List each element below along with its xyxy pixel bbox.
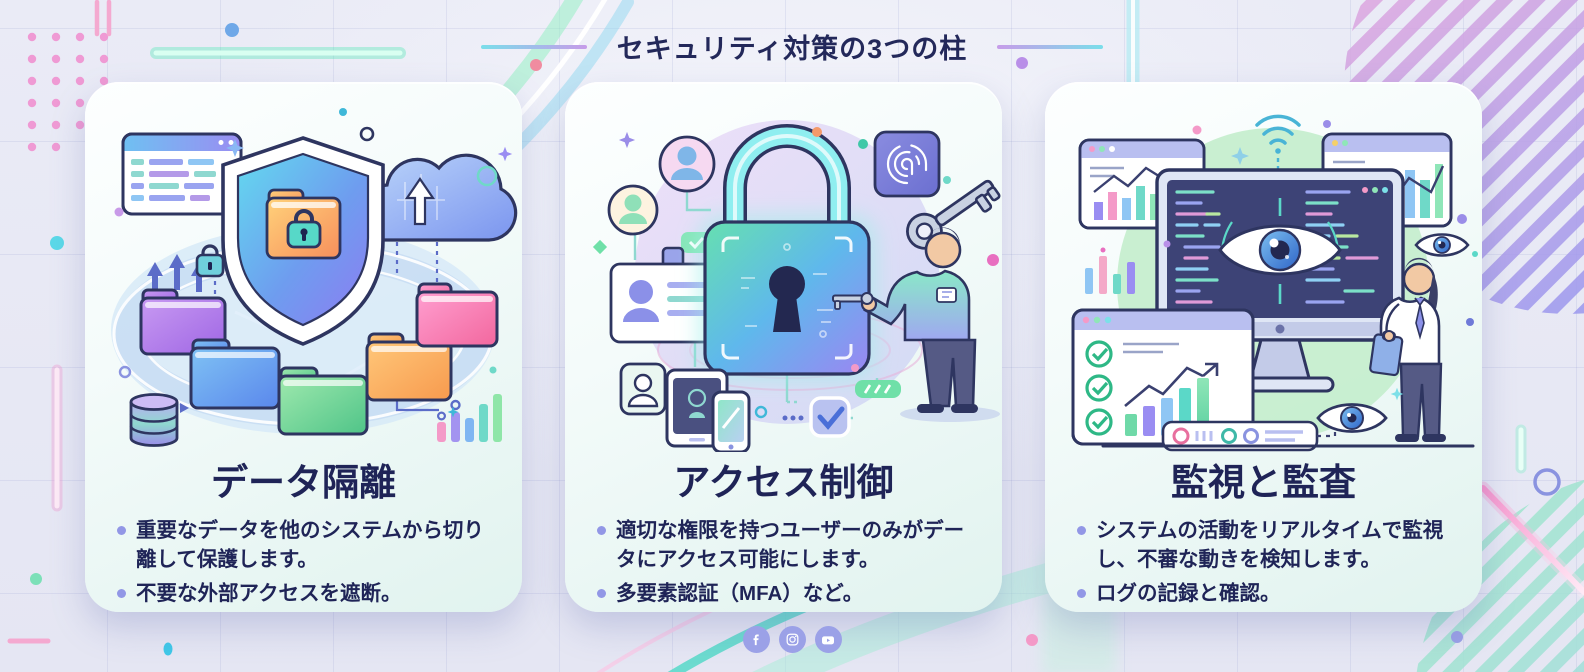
check-items <box>1085 340 1113 436</box>
bullet-text: 不要な外部アクセスを遮断。 <box>136 582 402 606</box>
header: セキュリティ対策の3つの柱 <box>0 27 1584 66</box>
mini-bar-chart-icon <box>1085 247 1135 294</box>
title-divider-left <box>480 44 587 49</box>
facebook-button[interactable] <box>742 626 770 653</box>
padlock-icon <box>697 124 877 382</box>
bullet-item: 重要なデータを他のシステムから切り離して保護します。 <box>117 516 498 574</box>
bullet-text: 重要なデータを他のシステムから切り離して保護します。 <box>136 519 484 572</box>
locked-folder-icon <box>265 188 342 260</box>
data-isolation-illustration <box>111 108 518 447</box>
person-figure <box>832 227 1000 422</box>
bullet-text: 適切な権限を持つユーザーのみがデータにアクセス可能にします。 <box>616 519 965 572</box>
bullet-item: 不要な外部アクセスを遮断。 <box>117 579 498 608</box>
bullet-dot-icon <box>1077 589 1086 599</box>
bullet-dot-icon <box>117 589 126 599</box>
footer-social <box>0 626 1584 653</box>
card-title: データ隔離 <box>211 462 396 503</box>
bullet-text: ログの記録と確認。 <box>1096 582 1281 606</box>
bullet-dot-icon <box>1077 526 1086 535</box>
card-bullets: 重要なデータを他のシステムから切り離して保護します。 不要な外部アクセスを遮断。 <box>85 516 522 608</box>
database-icon <box>129 393 179 447</box>
key-icon <box>906 179 1001 250</box>
eye-icon <box>1414 233 1470 257</box>
chart-window-icon <box>1078 138 1206 230</box>
card-access-control: アクセス制御 適切な権限を持つユーザーのみがデータにアクセス可能にします。 多要… <box>565 82 1002 612</box>
card-data-isolation: データ隔離 重要なデータを他のシステムから切り離して保護します。 不要な外部アク… <box>85 82 522 612</box>
small-key-icon <box>832 292 874 310</box>
youtube-icon <box>822 635 834 644</box>
checklist-window-icon <box>1071 308 1255 446</box>
user-avatar-icon <box>607 184 659 236</box>
bullet-item: ログの記録と確認。 <box>1077 579 1458 608</box>
checkbox-icon <box>782 396 851 438</box>
card-monitoring-audit: 監視と監査 システムの活動をリアルタイムで監視し、不審な動きを検知します。 ログ… <box>1045 82 1482 612</box>
card-title: アクセス制御 <box>673 462 894 503</box>
instagram-button[interactable] <box>778 626 806 653</box>
title-divider-right <box>997 44 1104 49</box>
wifi-icon <box>1255 114 1301 154</box>
monitoring-audit-illustration <box>1071 114 1478 452</box>
access-control-illustration <box>592 120 1001 452</box>
bullet-dot-icon <box>597 589 606 599</box>
folder-icons <box>139 282 499 436</box>
youtube-button[interactable] <box>814 626 842 653</box>
fingerprint-icon <box>873 130 941 198</box>
bullet-dot-icon <box>597 526 606 535</box>
eye-icon <box>1316 403 1388 433</box>
bullet-text: システムの活動をリアルタイムで監視し、不審な動きを検知します。 <box>1096 519 1444 572</box>
eye-icon <box>1218 198 1342 304</box>
data-table-window-icon <box>121 132 243 216</box>
card-bullets: 適切な権限を持つユーザーのみがデータにアクセス可能にします。 多要素認証（MFA… <box>565 516 1002 608</box>
code-lines <box>1175 190 1379 304</box>
bullet-dot-icon <box>117 526 126 535</box>
mini-bar-chart-icon <box>436 394 502 442</box>
card-title: 監視と監査 <box>1171 462 1356 503</box>
phone-icon <box>711 390 751 452</box>
user-avatar-icon <box>658 135 716 193</box>
card-row: データ隔離 重要なデータを他のシステムから切り離して保護します。 不要な外部アク… <box>85 82 1482 612</box>
bullet-item: 適切な権限を持つユーザーのみがデータにアクセス可能にします。 <box>597 516 978 574</box>
contact-card-icon <box>619 362 667 416</box>
bullet-text: 多要素認証（MFA）など。 <box>616 582 864 606</box>
bullet-item: システムの活動をリアルタイムで監視し、不審な動きを検知します。 <box>1077 516 1458 574</box>
small-lock-icon <box>195 244 225 278</box>
instagram-icon <box>786 633 798 646</box>
verified-chip-icon <box>855 380 901 398</box>
page-title: セキュリティ対策の3つの柱 <box>616 34 968 64</box>
facebook-icon <box>753 634 759 646</box>
bullet-item: 多要素認証（MFA）など。 <box>597 579 978 608</box>
card-bullets: システムの活動をリアルタイムで監視し、不審な動きを検知します。 ログの記録と確認… <box>1045 516 1482 608</box>
